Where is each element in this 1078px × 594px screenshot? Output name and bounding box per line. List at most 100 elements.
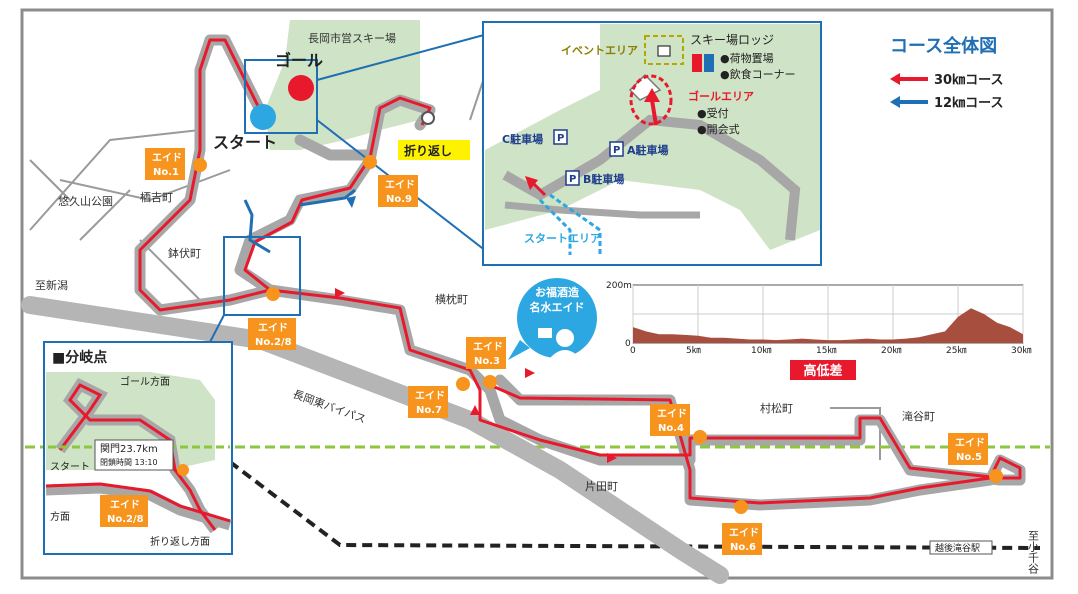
gate-time-label: 閉鎖時間 13:10: [100, 457, 158, 467]
aid-station-no5: エイド No.5: [948, 433, 988, 465]
event-area-label: イベントエリア: [561, 44, 638, 57]
legend-12km-arrow: [890, 96, 900, 108]
aid-station-no2-8: エイド No.2/8: [248, 318, 296, 350]
legend-30km-label: 30㎞コース: [934, 73, 1003, 88]
venue-road: [502, 114, 801, 241]
venue-green: [485, 24, 820, 250]
aid-station-line2: No.5: [956, 452, 982, 463]
place-hachibuse: 鉢伏町: [168, 246, 201, 260]
aid-station-no9: エイド No.9: [378, 175, 418, 207]
elevation-x-tick: 5㎞: [686, 345, 701, 356]
sake-aid-line1: お福酒造: [535, 285, 580, 299]
venue-inset-callout: [244, 59, 318, 134]
parking-a-symbol: P: [613, 145, 620, 156]
legend-12km-label: 12㎞コース: [934, 96, 1003, 111]
start-direction-label-2: 方面: [50, 510, 70, 523]
goal-direction-label: ゴール方面: [120, 375, 170, 388]
goal-area-label: ゴールエリア: [688, 89, 754, 103]
sake-aid-pointer: [508, 340, 530, 360]
place-suyoshi: 栖吉町: [140, 190, 173, 204]
baggage-label: ●荷物置場: [720, 51, 774, 65]
aid-station-line1: エイド: [657, 408, 687, 420]
elevation-ymax: 200m: [606, 281, 632, 291]
branch-inset: ■分岐点 ゴール方面 スタート 方面 折り返し方面 関門23.7km 閉鎖時間 …: [43, 341, 233, 555]
aid-station-line2: No.6: [730, 542, 756, 553]
aid-station-no7: エイド No.7: [408, 386, 448, 418]
elevation-area: [633, 308, 1023, 343]
venue-inset: イベントエリア スキー場ロッジ ●荷物置場 ●飲食コーナー ゴールエリア ●受付…: [482, 21, 822, 266]
lodge-icon: [657, 45, 671, 57]
place-katada: 片田町: [585, 480, 618, 493]
gate-box: [94, 439, 174, 471]
lodge-label: スキー場ロッジ: [690, 33, 774, 47]
arrow-icon: [346, 196, 356, 208]
course-12km: [243, 199, 271, 254]
start-area-path: [549, 193, 602, 255]
branch-red-course: [58, 383, 217, 531]
arrow-icon: [607, 453, 617, 463]
parking-c-icon: [553, 129, 568, 145]
branch-red-course-2: [45, 482, 231, 523]
to-niigata: 至新潟: [35, 278, 68, 292]
aid-station-no6: エイド No.6: [722, 523, 762, 555]
elevation-x-tick: 0: [630, 346, 636, 356]
aid-station-line1: エイド: [729, 527, 759, 539]
person-body-icon: [550, 350, 580, 358]
aid-station-line1: エイド: [473, 341, 503, 353]
start-area-label: スタートエリア: [524, 232, 601, 245]
aid-station-line2: No.3: [474, 356, 500, 367]
aid-station-line2: No.9: [386, 194, 412, 205]
aid-station-line1: エイド: [415, 390, 445, 402]
elevation-x-tick: 20㎞: [881, 345, 901, 356]
course-30km: [138, 38, 1022, 505]
reception-label: ●受付: [697, 107, 729, 120]
elevation-title-box: [790, 360, 856, 380]
parking-a-label: A駐車場: [627, 143, 669, 157]
goal-area-arrowhead: [644, 88, 660, 102]
callout-line: [209, 314, 225, 343]
aid-dots: [193, 155, 1003, 514]
place-yukuyama-park: 悠久山公園: [58, 194, 113, 208]
parking-b-icon: [565, 170, 580, 186]
place-yokomakura: 横枕町: [435, 292, 468, 306]
arrow-icon: [335, 288, 345, 298]
station-box: [929, 540, 993, 555]
event-area-box: [644, 35, 684, 65]
goal-area-circle: [629, 74, 673, 126]
aid-station-line1: エイド: [152, 152, 182, 164]
restroom-icon: [704, 54, 714, 72]
venue-road-2: [504, 201, 700, 219]
goal-label: ゴール: [275, 51, 323, 70]
course-12km-2: [299, 188, 356, 207]
elevation-x-tick: 10㎞: [751, 345, 771, 356]
legend-30km-arrow: [890, 73, 900, 85]
legend: コース全体図 30㎞コース 12㎞コース: [890, 35, 1003, 111]
gate-label: 関門23.7km: [100, 443, 158, 455]
turnaround-label: 折り返し: [404, 143, 452, 158]
parking-a-icon: [609, 141, 624, 157]
place-muramatsu: 村松町: [760, 401, 793, 415]
place-takigaya: 滝谷町: [902, 410, 935, 423]
aid-station-line1: エイド: [258, 322, 288, 334]
aid-station-line2: No.2/8: [255, 337, 292, 348]
arrow-icon: [525, 368, 535, 378]
elevation-title: 高低差: [803, 363, 842, 379]
sake-aid-line2: 名水エイド: [530, 300, 585, 314]
callout-line: [316, 31, 496, 81]
aid-station-line2: No.7: [416, 405, 442, 416]
aid-station-no4: エイド No.4: [650, 404, 690, 436]
cup-icon: [538, 328, 552, 338]
branch-road-2: [45, 482, 232, 531]
branch-aid-line2: No.2/8: [107, 514, 144, 525]
aid-station-no3: エイド No.3: [466, 337, 506, 369]
elevation-x-tick: 25㎞: [946, 345, 966, 356]
restroom-icon: [692, 54, 702, 72]
branch-aid-dot: [177, 464, 189, 476]
elevation-ymin: 0: [625, 339, 631, 349]
start-direction-label-1: スタート: [50, 461, 90, 473]
goal-marker: [288, 75, 314, 101]
